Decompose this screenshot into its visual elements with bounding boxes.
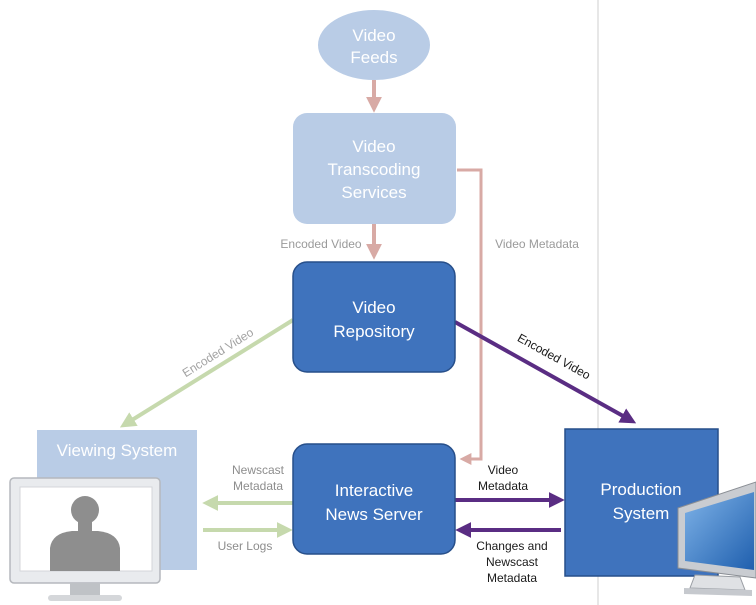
node-production-line2: System [613, 504, 670, 523]
node-viewing-system-label: Viewing System [57, 441, 178, 460]
label-changes-line1: Changes and [476, 539, 547, 553]
label-changes-line2: Newscast [486, 555, 539, 569]
node-production-line1: Production [600, 480, 681, 499]
node-transcoding: Video Transcoding Services [293, 113, 456, 224]
label-encoded-video-1: Encoded Video [280, 237, 362, 251]
label-changes-line3: Metadata [487, 571, 537, 585]
node-news-server-line1: Interactive [335, 481, 413, 500]
node-transcoding-line3: Services [341, 183, 406, 202]
node-transcoding-line2: Transcoding [328, 160, 421, 179]
node-video-feeds-line2: Feeds [350, 48, 397, 67]
computer-monitor-icon [677, 481, 756, 596]
node-news-server: Interactive News Server [292, 443, 456, 555]
node-repository: Video Repository [292, 261, 456, 373]
label-newscast-line2: Metadata [233, 479, 283, 493]
node-news-server-line2: News Server [325, 505, 423, 524]
user-monitor-icon [9, 477, 161, 601]
label-video-metadata-2-line1: Video [488, 463, 519, 477]
arrow-metadata-to-news-server [457, 168, 483, 465]
label-encoded-video-3: Encoded Video [515, 331, 593, 383]
node-transcoding-line1: Video [352, 137, 395, 156]
label-encoded-video-2: Encoded Video [180, 325, 257, 380]
arrow-repository-to-production [454, 320, 637, 424]
node-repository-line1: Video [352, 298, 395, 317]
node-repository-line2: Repository [333, 322, 415, 341]
label-video-metadata-1: Video Metadata [495, 237, 579, 251]
label-newscast-line1: Newscast [232, 463, 285, 477]
node-video-feeds: Video Feeds [318, 10, 430, 80]
label-user-logs: User Logs [218, 539, 273, 553]
label-video-metadata-2-line2: Metadata [478, 479, 528, 493]
node-video-feeds-line1: Video [352, 26, 395, 45]
arrow-repository-to-viewing [119, 318, 295, 428]
